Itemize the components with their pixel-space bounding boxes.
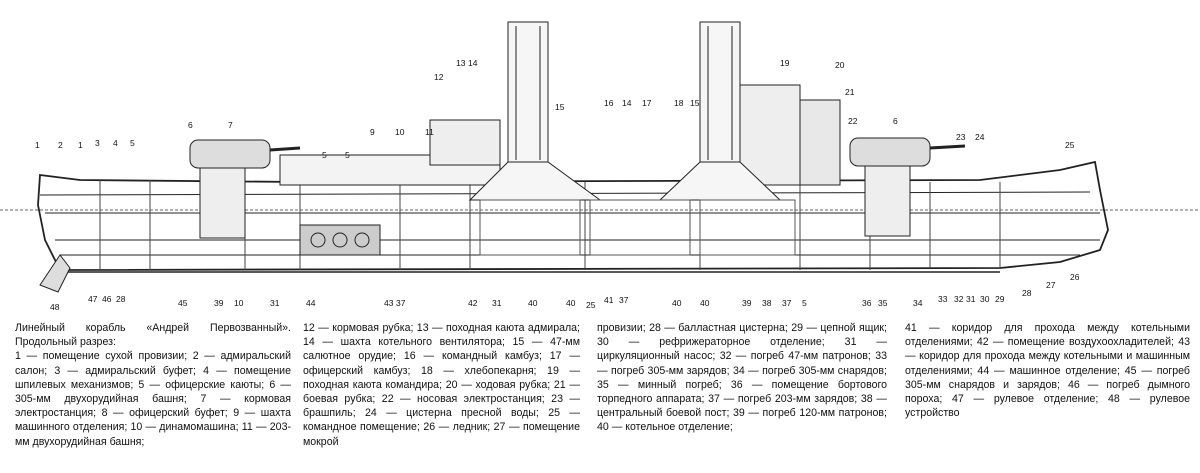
- callout-label: 4: [113, 138, 118, 148]
- callout-label: 40: [700, 298, 710, 308]
- funnel-fore: [658, 21, 782, 201]
- callout-label: 27: [1046, 280, 1056, 290]
- callout-label: 5: [130, 138, 135, 148]
- callouts-bottom: 48 47 46 28 45 39 10 31 44 43 37 42 31 4…: [50, 272, 1080, 312]
- aft-turret-guns: [269, 146, 301, 152]
- callout-label: 44: [306, 298, 316, 308]
- caption-column-1: Линейный корабль «Андрей Первозванный». …: [15, 321, 291, 449]
- callout-label: 31: [492, 298, 502, 308]
- callout-label: 31: [270, 298, 280, 308]
- caption-text-2: 12 — кормовая рубка; 13 — походная каюта…: [303, 322, 580, 448]
- bridge-fore: [739, 84, 801, 186]
- boiler-rooms: [479, 199, 796, 256]
- callout-label: 9: [370, 127, 375, 137]
- hull-outline: [37, 160, 1109, 271]
- callout-label: 46: [102, 294, 112, 304]
- callout-label: 2: [58, 140, 63, 150]
- callout-label: 30: [980, 294, 990, 304]
- fore-turret: [849, 137, 931, 167]
- ship-longitudinal-section: 1 2 1 3 4 5 6 7 5 5 9 10 11 12 13 14 16 …: [0, 21, 1200, 312]
- fore-turret-guns: [929, 144, 966, 150]
- callout-label: 37: [619, 295, 629, 305]
- superstructure-mid: [429, 119, 501, 166]
- callouts-top: 1 2 1 3 4 5 6 7 5 5 9 10 11 12 13 14 16 …: [35, 58, 1075, 160]
- callout-label: 25: [586, 300, 596, 310]
- callout-label: 25: [1065, 140, 1075, 150]
- callout-label: 48: [50, 302, 60, 312]
- conning-tower: [799, 99, 841, 186]
- caption-title: Линейный корабль «Андрей Первозванный». …: [15, 322, 291, 349]
- callout-label: 1: [78, 140, 83, 150]
- callout-label: 39: [214, 298, 224, 308]
- callout-label: 36: [862, 298, 872, 308]
- callout-label: 10: [234, 298, 244, 308]
- callout-label: 1: [35, 140, 40, 150]
- callout-label: 5: [802, 298, 807, 308]
- callout-label: 41: [604, 295, 614, 305]
- callout-label: 29: [995, 294, 1005, 304]
- funnel-aft: [468, 21, 602, 201]
- callout-label: 17: [642, 98, 652, 108]
- callout-label: 28: [116, 294, 126, 304]
- callout-label: 43: [384, 298, 394, 308]
- aft-barbette: [199, 167, 246, 239]
- callout-label: 37: [782, 298, 792, 308]
- callout-label: 39: [742, 298, 752, 308]
- callout-label: 3: [95, 138, 100, 148]
- callout-label: 32: [954, 294, 964, 304]
- rudder: [39, 254, 71, 293]
- fore-barbette: [864, 165, 911, 237]
- engine-room-machinery: [299, 224, 381, 256]
- caption-column-2: 12 — кормовая рубка; 13 — походная каюта…: [303, 321, 580, 449]
- callout-label: 13: [456, 58, 466, 68]
- callout-label: 26: [1070, 272, 1080, 282]
- callout-label: 5: [345, 150, 350, 160]
- callout-label: 16: [604, 98, 614, 108]
- callout-label: 21: [845, 87, 855, 97]
- callout-label: 12: [434, 72, 444, 82]
- callout-label: 35: [878, 298, 888, 308]
- callout-label: 18: [674, 98, 684, 108]
- callout-label: 14: [468, 58, 478, 68]
- callout-label: 45: [178, 298, 188, 308]
- callout-label: 23: [956, 132, 966, 142]
- caption-column-4: 41 — коридор для прохода между котельным…: [905, 321, 1190, 420]
- aft-turret: [189, 139, 271, 169]
- callout-label: 6: [893, 116, 898, 126]
- callout-label: 37: [396, 298, 406, 308]
- callout-label: 34: [913, 298, 923, 308]
- callout-label: 47: [88, 294, 98, 304]
- callout-label: 11: [425, 127, 434, 137]
- callout-label: 31: [966, 294, 976, 304]
- caption-text-1: 1 — помещение сухой провизии; 2 — адмира…: [15, 350, 291, 448]
- callout-label: 15: [690, 98, 700, 108]
- callout-label: 22: [848, 116, 858, 126]
- callout-label: 15: [555, 102, 565, 112]
- callout-label: 40: [566, 298, 576, 308]
- callout-label: 38: [762, 298, 772, 308]
- callout-label: 5: [322, 150, 327, 160]
- callout-label: 42: [468, 298, 478, 308]
- caption-text-3: провизии; 28 — балластная цистерна; 29 —…: [597, 322, 887, 434]
- caption-text-4: 41 — коридор для прохода между котельным…: [905, 322, 1190, 420]
- callout-label: 33: [938, 294, 948, 304]
- caption-column-3: провизии; 28 — балластная цистерна; 29 —…: [597, 321, 887, 435]
- callout-label: 28: [1022, 288, 1032, 298]
- callout-label: 14: [622, 98, 632, 108]
- callout-label: 7: [228, 120, 233, 130]
- callout-label: 24: [975, 132, 985, 142]
- callout-label: 40: [528, 298, 538, 308]
- callout-label: 6: [188, 120, 193, 130]
- callout-label: 10: [395, 127, 405, 137]
- callout-label: 19: [780, 58, 790, 68]
- callout-label: 20: [835, 60, 845, 70]
- callout-label: 40: [672, 298, 682, 308]
